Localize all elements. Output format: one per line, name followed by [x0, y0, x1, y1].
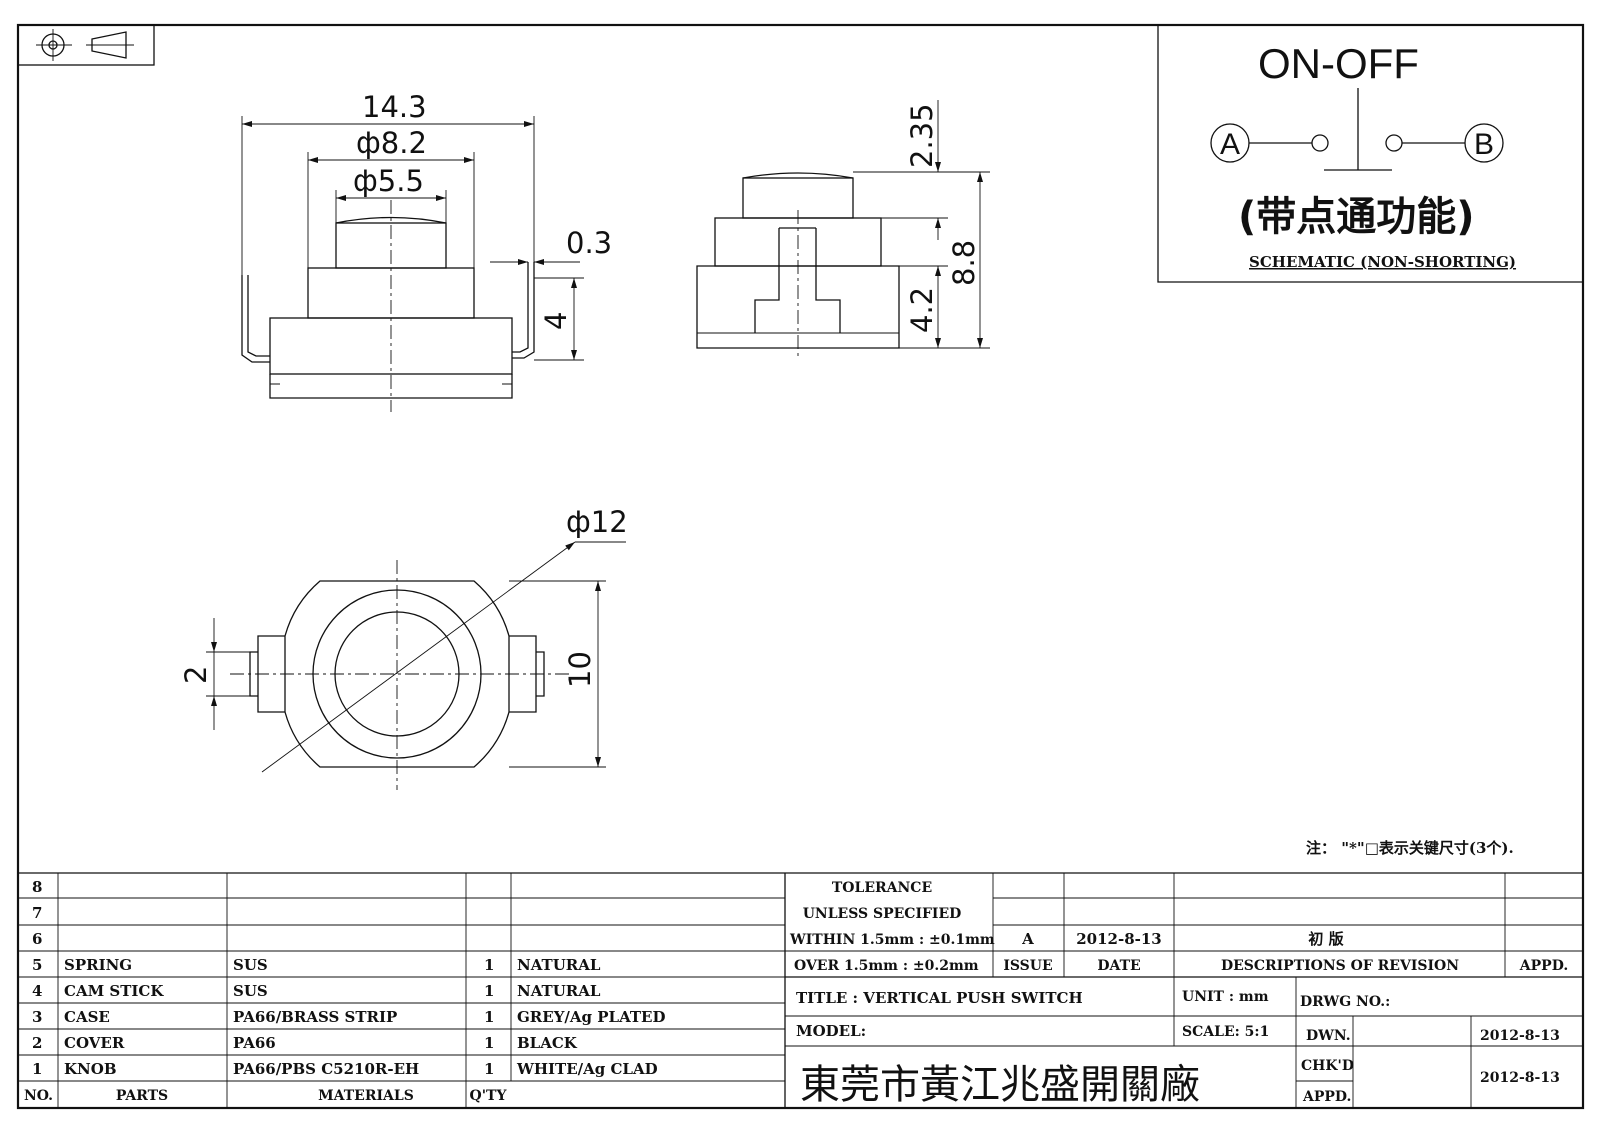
- dim-10: 10: [563, 651, 597, 688]
- schematic-caption: SCHEMATIC (NON-SHORTING): [1249, 253, 1516, 271]
- dim-phi-8-2: ф8.2: [356, 126, 427, 160]
- dim-4-2: 4.2: [905, 287, 939, 333]
- table-header-row: NO. PARTS MATERIALS Q'TY: [24, 1088, 507, 1104]
- revision-date: 2012-8-13: [1076, 930, 1162, 948]
- dwn-date: 2012-8-13: [1480, 1028, 1560, 1044]
- svg-text:7: 7: [32, 904, 42, 922]
- scale-label: SCALE: 5:1: [1182, 1024, 1269, 1040]
- dim-2-35: 2.35: [905, 103, 939, 168]
- company-name: 東莞市黃江兆盛開關廠: [800, 1062, 1200, 1108]
- dim-4: 4: [539, 312, 573, 330]
- revision-block: A 2012-8-13 初 版 ISSUE DATE DESCRIPTIONS …: [1003, 930, 1568, 974]
- svg-text:TOLERANCE: TOLERANCE: [832, 880, 932, 896]
- svg-text:UNLESS SPECIFIED: UNLESS SPECIFIED: [803, 906, 962, 922]
- dim-phi-5-5: ф5.5: [353, 164, 424, 198]
- header-parts: PARTS: [116, 1088, 168, 1104]
- svg-text:CASE: CASE: [64, 1008, 110, 1026]
- schematic-chinese-label: (带点通功能): [1238, 194, 1475, 240]
- table-row: 3 CASE PA66/BRASS STRIP 1 GREY/Ag PLATED: [32, 1008, 666, 1026]
- side-view-dimensions: 2.35 4.2 8.8: [853, 100, 990, 349]
- svg-text:2: 2: [32, 1034, 42, 1052]
- chkd-date: 2012-8-13: [1480, 1070, 1560, 1086]
- header-materials: MATERIALS: [318, 1088, 414, 1104]
- svg-text:WHITE/Ag CLAD: WHITE/Ag CLAD: [516, 1060, 658, 1078]
- svg-text:1: 1: [484, 1008, 494, 1026]
- appd-label: APPD.: [1302, 1089, 1351, 1105]
- sheet-border: [16, 23, 1585, 1110]
- svg-text:SUS: SUS: [233, 982, 268, 1000]
- table-row: 2 COVER PA66 1 BLACK: [32, 1034, 578, 1052]
- svg-text:DESCRIPTIONS OF REVISION: DESCRIPTIONS OF REVISION: [1221, 958, 1459, 974]
- dim-phi-12: ф12: [566, 505, 628, 539]
- parts-table: 8 7 6 5 SPRING SUS 1 NATURAL 4 CAM STICK…: [24, 878, 666, 1104]
- terminal-a-label: A: [1220, 128, 1240, 161]
- svg-text:4: 4: [32, 982, 42, 1000]
- table-row: 7: [32, 904, 42, 922]
- svg-text:1: 1: [484, 982, 494, 1000]
- svg-text:SUS: SUS: [233, 956, 268, 974]
- table-row: 8: [32, 878, 42, 896]
- dim-2: 2: [179, 666, 213, 684]
- unit-label: UNIT : mm: [1182, 989, 1269, 1005]
- table-row: 1 KNOB PA66/PBS C5210R-EH 1 WHITE/Ag CLA…: [32, 1060, 658, 1078]
- svg-text:PA66/BRASS STRIP: PA66/BRASS STRIP: [233, 1008, 397, 1026]
- svg-text:WITHIN 1.5mm : ±0.1mm: WITHIN 1.5mm : ±0.1mm: [789, 932, 995, 948]
- svg-text:SPRING: SPRING: [64, 956, 132, 974]
- table-row: 5 SPRING SUS 1 NATURAL: [32, 956, 601, 974]
- svg-text:NATURAL: NATURAL: [517, 982, 601, 1000]
- top-view-dimensions: ф12 2 10: [179, 505, 628, 773]
- svg-text:1: 1: [484, 1060, 494, 1078]
- terminal-b-icon: [1464, 123, 1504, 163]
- tolerance-block: TOLERANCE UNLESS SPECIFIED WITHIN 1.5mm …: [789, 880, 995, 974]
- top-view: [230, 560, 570, 790]
- note-text: 注： "*"□表示关键尺寸(3个).: [1306, 839, 1514, 857]
- model-label: MODEL:: [796, 1022, 866, 1040]
- svg-text:COVER: COVER: [64, 1034, 125, 1052]
- chkd-label: CHK'D: [1301, 1058, 1354, 1074]
- dim-0-3: 0.3: [566, 226, 612, 260]
- svg-text:1: 1: [32, 1060, 42, 1078]
- dim-14-3: 14.3: [362, 90, 427, 124]
- contact-left-icon: [1311, 134, 1329, 152]
- svg-text:1: 1: [484, 956, 494, 974]
- table-row: 4 CAM STICK SUS 1 NATURAL: [32, 982, 601, 1000]
- table-row: 6: [32, 930, 42, 948]
- revision-issue: A: [1021, 930, 1034, 948]
- svg-text:8: 8: [32, 878, 42, 896]
- svg-text:NATURAL: NATURAL: [517, 956, 601, 974]
- side-view: [696, 172, 900, 360]
- svg-text:5: 5: [32, 956, 42, 974]
- front-view: [241, 200, 535, 412]
- drwg-no-label: DRWG NO.:: [1300, 994, 1390, 1010]
- header-qty: Q'TY: [470, 1088, 508, 1104]
- svg-text:DATE: DATE: [1097, 958, 1140, 974]
- header-no: NO.: [24, 1088, 53, 1104]
- svg-text:ISSUE: ISSUE: [1003, 958, 1052, 974]
- contact-right-icon: [1385, 134, 1403, 152]
- svg-text:BLACK: BLACK: [517, 1034, 578, 1052]
- svg-text:PA66/PBS C5210R-EH: PA66/PBS C5210R-EH: [233, 1060, 419, 1078]
- svg-text:GREY/Ag PLATED: GREY/Ag PLATED: [517, 1008, 666, 1026]
- revision-description: 初 版: [1308, 930, 1343, 948]
- svg-text:OVER 1.5mm : ±0.2mm: OVER 1.5mm : ±0.2mm: [794, 958, 979, 974]
- svg-text:APPD.: APPD.: [1519, 958, 1568, 974]
- svg-text:6: 6: [32, 930, 42, 948]
- title-block: TITLE : VERTICAL PUSH SWITCH UNIT : mm D…: [796, 989, 1560, 1108]
- svg-text:KNOB: KNOB: [64, 1060, 117, 1078]
- schematic-box: ON-OFF A B (带点通功能) SCHEMATIC (NON-SHORTI…: [1157, 25, 1583, 283]
- title-block-grid: [18, 872, 1583, 1108]
- dim-8-8: 8.8: [947, 240, 981, 286]
- svg-text:1: 1: [484, 1034, 494, 1052]
- svg-text:PA66: PA66: [233, 1034, 276, 1052]
- terminal-b-label: B: [1474, 128, 1494, 161]
- svg-text:3: 3: [32, 1008, 42, 1026]
- svg-text:CAM STICK: CAM STICK: [64, 982, 164, 1000]
- schematic-title: ON-OFF: [1258, 40, 1419, 87]
- front-view-dimensions: 14.3 ф8.2 ф5.5 0.3 4: [241, 90, 612, 361]
- drawing-title: TITLE : VERTICAL PUSH SWITCH: [796, 989, 1083, 1007]
- projection-symbol-icon: [17, 24, 155, 66]
- dwn-label: DWN.: [1306, 1028, 1351, 1044]
